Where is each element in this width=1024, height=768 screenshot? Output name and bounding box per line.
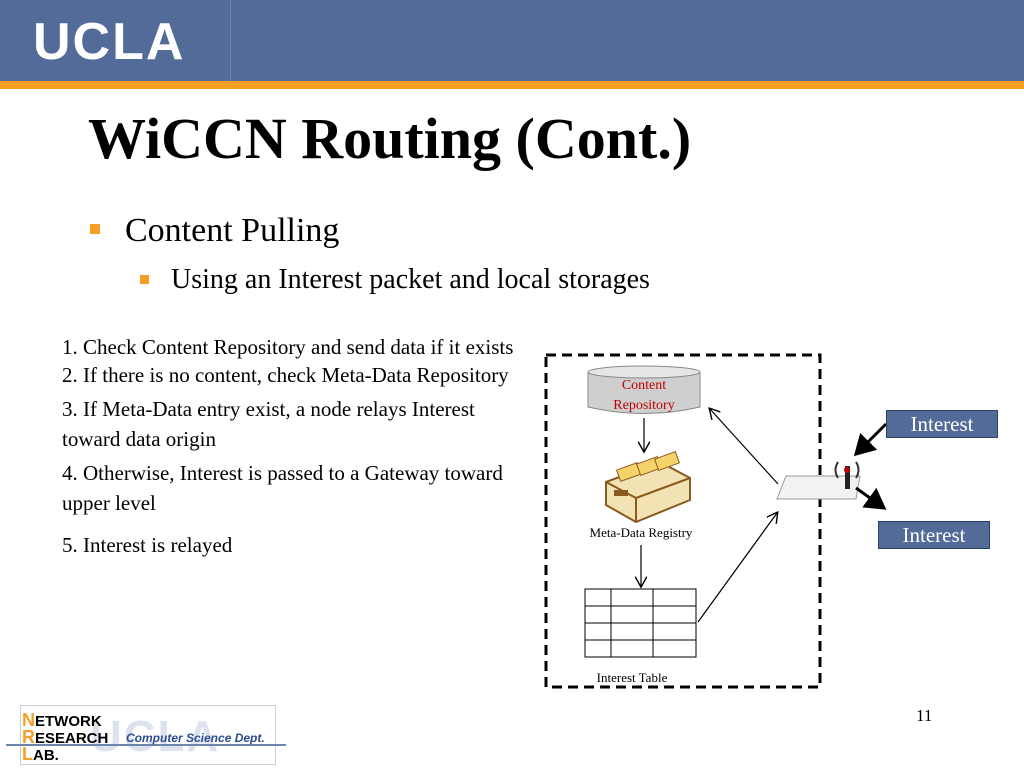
steps-list: 1. Check Content Repository and send dat…: [62, 332, 522, 564]
logo-word: AB.: [33, 747, 59, 764]
content-repository-cylinder: [587, 365, 701, 414]
footer-logo-network: NETWORK: [22, 710, 102, 731]
logo-cap-letter: R: [22, 727, 35, 747]
node-boundary: [544, 353, 822, 689]
step-item: 4. Otherwise, Interest is passed to a Ga…: [62, 461, 503, 515]
arrow-device-to-repo: [710, 409, 779, 485]
step-item: 1. Check Content Repository and send dat…: [62, 335, 514, 359]
arrow-table-to-device: [697, 513, 777, 623]
header-divider: [230, 0, 231, 81]
interest-in-label: Interest: [886, 410, 998, 438]
arrow-interest-out: [855, 486, 887, 510]
footer-dept-label: Computer Science Dept.: [126, 731, 265, 745]
header-accent-stripe: [0, 81, 1024, 89]
footer-logo-research: RESEARCH: [22, 727, 108, 748]
step-item: 3. If Meta-Data entry exist, a node rela…: [62, 397, 475, 451]
step-item: 2. If there is no content, check Meta-Da…: [62, 363, 509, 387]
footer-logo-frame: [20, 705, 276, 765]
wireless-device-icon: [776, 461, 861, 500]
arrow-interest-in: [853, 422, 888, 457]
interest-out-label: Interest: [878, 521, 990, 549]
file-drawer-icon: [605, 450, 691, 524]
bullet-level1-text: Content Pulling: [125, 212, 340, 249]
logo-cap-letter: L: [22, 744, 33, 764]
logo-word: ESEARCH: [35, 730, 109, 747]
logo-word: ETWORK: [35, 713, 102, 730]
footer-logo-lab: LAB.: [22, 744, 59, 765]
interest-table-grid: [584, 588, 697, 658]
header-bar: UCLA: [0, 0, 1024, 81]
step-item: 5. Interest is relayed: [62, 533, 233, 557]
bullet-square-icon: [140, 275, 149, 284]
content-repository-label: Repository: [613, 398, 674, 413]
interest-table-label: Interest Table: [597, 670, 668, 685]
meta-data-registry-label: Meta-Data Registry: [590, 525, 693, 540]
slide-title: WiCCN Routing (Cont.): [88, 106, 692, 171]
page-number: 11: [916, 706, 933, 725]
logo-cap-letter: N: [22, 710, 35, 730]
bullet-level2-text: Using an Interest packet and local stora…: [171, 264, 650, 295]
bullet-square-icon: [90, 224, 100, 234]
content-repository-label: Content: [622, 378, 666, 393]
footer-logo-line: [6, 744, 286, 746]
ucla-logo: UCLA: [33, 13, 186, 71]
footer-ghost-ucla: UCLA: [90, 712, 221, 761]
